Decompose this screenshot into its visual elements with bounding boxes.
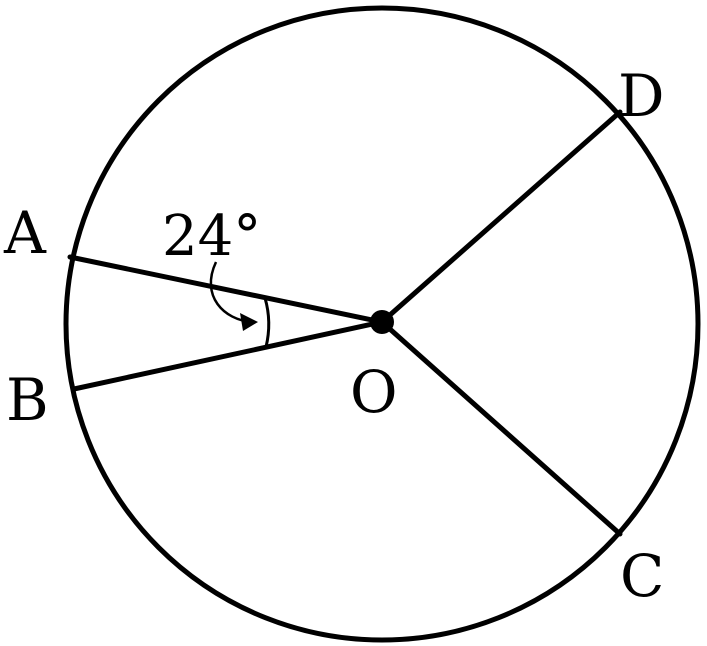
label-c: C [620, 542, 664, 610]
label-d: D [618, 62, 665, 130]
radius-ob [71, 319, 385, 392]
radius-oc [379, 319, 623, 537]
radius-oa [67, 254, 385, 325]
arrowhead-icon [240, 313, 258, 331]
angle-label: 24° [162, 204, 261, 269]
label-b: B [6, 366, 49, 434]
label-a: A [3, 199, 47, 267]
center-point-o [370, 310, 394, 334]
radius-od [379, 109, 623, 325]
angle-arc-aob [263, 297, 271, 348]
circle [63, 5, 701, 643]
label-o: O [350, 358, 398, 426]
